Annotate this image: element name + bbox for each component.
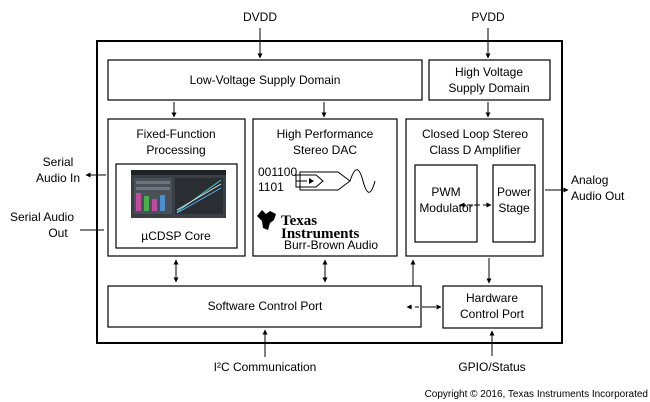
amplifier-label-line1: Closed Loop Stereo [422, 127, 528, 141]
dsp-core-label: µCDSP Core [141, 229, 211, 243]
hardware-control-port-line1: Hardware [466, 291, 518, 305]
high-voltage-supply-domain [428, 59, 551, 101]
chip-outline [96, 40, 563, 344]
pwm-modulator-block [414, 164, 478, 243]
i2c-label: I²C Communication [214, 360, 317, 374]
serial-audio-in-line1: Serial [43, 155, 74, 169]
power-stage-label-line2: Stage [498, 201, 530, 215]
amplifier-label-line2: Class D Amplifier [429, 143, 520, 157]
fixed-function-label-line1: Fixed-Function [136, 127, 215, 141]
analog-waveform-icon [349, 169, 376, 193]
software-control-port-label: Software Control Port [208, 299, 323, 313]
dvdd-label: DVDD [243, 10, 277, 24]
analog-out-line1: Analog [571, 173, 608, 187]
serial-audio-out-line2: Out [48, 226, 68, 240]
hardware-control-port-block [442, 285, 543, 329]
dac-bits-line1: 001100 [258, 165, 297, 179]
low-voltage-label: Low-Voltage Supply Domain [190, 73, 341, 87]
logo-burr-brown: Burr-Brown Audio [284, 238, 378, 252]
dac-label-line2: Stereo DAC [293, 143, 357, 157]
pwm-label-line2: Modulator [419, 201, 472, 215]
serial-audio-out-line1: Serial Audio [10, 210, 74, 224]
dsp-software-screenshot [131, 170, 226, 218]
high-voltage-label-line2: Supply Domain [448, 81, 529, 95]
power-stage-block [492, 164, 536, 243]
logo-texas: Texas [281, 213, 317, 229]
serial-audio-in-line2: Audio In [36, 171, 80, 185]
analog-out-line2: Audio Out [571, 189, 625, 203]
high-voltage-label-line1: High Voltage [455, 65, 523, 79]
gpio-label: GPIO/Status [458, 360, 525, 374]
dac-symbol [295, 171, 351, 191]
logo-instruments: Instruments [281, 226, 360, 242]
dac-bits-line2: 1101 [258, 180, 284, 194]
pwm-label-line1: PWM [431, 185, 460, 199]
hardware-control-port-line2: Control Port [460, 307, 525, 321]
copyright-notice: Copyright © 2016, Texas Instruments Inco… [425, 389, 648, 400]
dac-label-line1: High Performance [277, 127, 374, 141]
pvdd-label: PVDD [471, 10, 505, 24]
texas-instruments-logo: Texas Instruments Burr-Brown Audio [257, 210, 378, 252]
software-control-port-block [107, 285, 422, 328]
fixed-function-label-line2: Processing [146, 143, 205, 157]
power-stage-label-line1: Power [497, 185, 531, 199]
low-voltage-supply-domain [107, 59, 423, 101]
